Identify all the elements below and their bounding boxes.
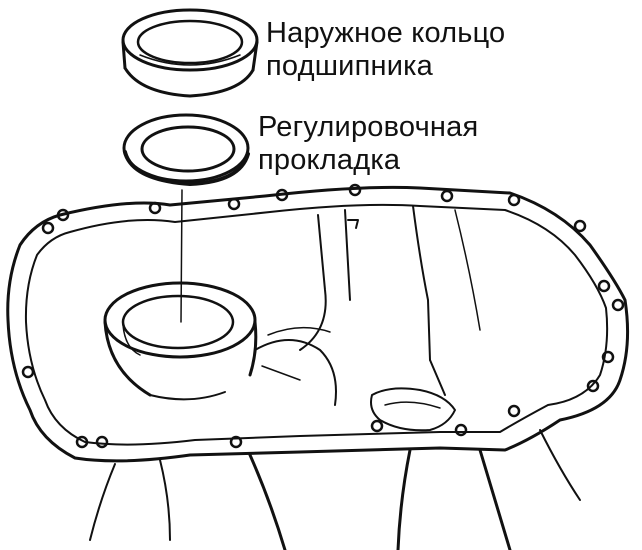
alignment-line <box>180 189 183 323</box>
adjusting-shim-label: Регулировочная прокладка <box>258 111 478 177</box>
bolt-holes <box>21 183 625 449</box>
bearing-outer-ring-label-line2: подшипника <box>266 50 433 82</box>
adjusting-shim <box>122 113 250 186</box>
bearing-outer-ring-label-line1: Наружное кольцо <box>266 17 506 49</box>
bearing-outer-ring-label: Наружное кольцо подшипника <box>266 17 505 83</box>
transmission-case <box>6 183 630 550</box>
adjusting-shim-label-line2: прокладка <box>258 144 401 176</box>
adjusting-shim-label-line1: Регулировочная <box>258 111 479 143</box>
bearing-outer-ring <box>121 8 259 98</box>
